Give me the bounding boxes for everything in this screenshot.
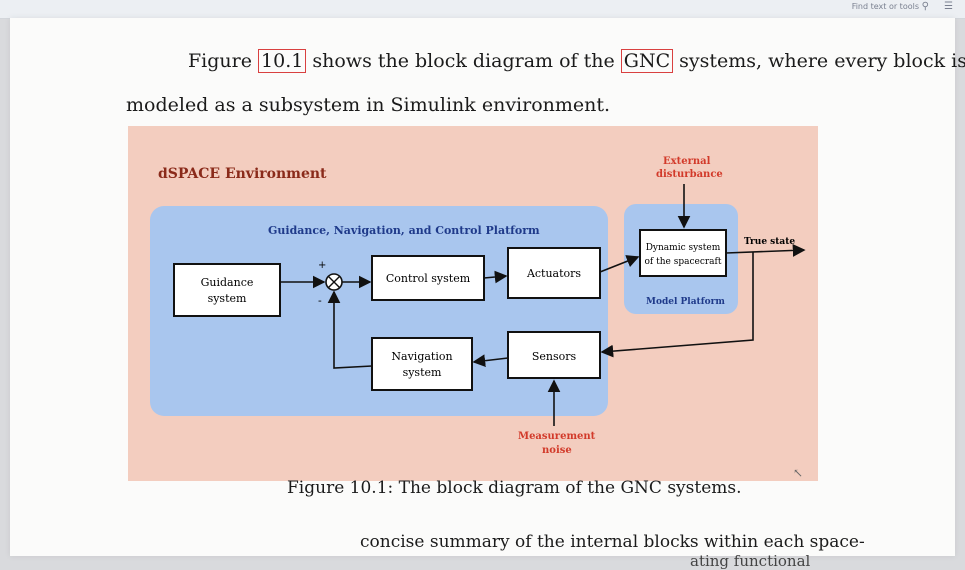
top-toolbar: Find text or tools ⚲ ☰ (0, 0, 965, 19)
gnc-block-diagram: dSPACE Environment Guidance, Navigation,… (128, 126, 818, 481)
actuators-label: Actuators (526, 267, 581, 280)
navigation-feedback-arrow (327, 290, 373, 369)
feedback-to-sensors-arrow (600, 252, 754, 358)
paragraph-text: systems, where every block is (673, 50, 965, 72)
plus-sign: + (318, 260, 326, 271)
gnc-acronym-link[interactable]: GNC (620, 49, 674, 73)
next-paragraph: concise summary of the internal blocks w… (360, 532, 865, 552)
document-page: Figure 10.1 shows the block diagram of t… (10, 18, 965, 570)
dynamic-system-label: Dynamic system (646, 243, 721, 253)
mouse-cursor-icon: ↖ (793, 466, 804, 480)
sensors-to-navigation-arrow (472, 354, 509, 368)
actuators-to-dynamics-arrow (599, 255, 640, 273)
find-tools-label[interactable]: Find text or tools (851, 2, 919, 11)
guidance-system-label: Guidance (201, 276, 254, 289)
control-system-label: Control system (386, 272, 471, 285)
figure-reference-link[interactable]: 10.1 (258, 49, 307, 73)
navigation-system-label: system (403, 366, 442, 379)
guidance-system-label: system (208, 292, 247, 305)
minus-sign: - (318, 294, 322, 307)
sensors-block (507, 331, 601, 379)
measurement-noise-label: noise (542, 445, 572, 456)
paragraph-text: shows the block diagram of the (306, 50, 621, 72)
gnc-platform-box (150, 206, 608, 416)
dspace-environment-title: dSPACE Environment (158, 166, 327, 182)
dynamic-system-label: of the spacecraft (645, 257, 722, 267)
guidance-system-block (173, 263, 281, 317)
true-state-label: True state (744, 237, 795, 247)
paragraph-line-2: modeled as a subsystem in Simulink envir… (126, 94, 611, 116)
paragraph-line-1: Figure 10.1 shows the block diagram of t… (188, 49, 965, 73)
sensors-label: Sensors (532, 350, 577, 363)
external-disturbance-label: disturbance (656, 169, 723, 180)
next-paragraph-fragment: ating functional (690, 552, 811, 570)
measurement-noise-label: Measurement (518, 431, 596, 442)
external-disturbance-label: External (663, 156, 711, 167)
model-platform-title: Model Platform (646, 297, 725, 307)
paragraph-text: Figure (188, 50, 259, 72)
control-to-actuators-arrow (483, 270, 508, 284)
gnc-platform-title: Guidance, Navigation, and Control Platfo… (268, 224, 540, 237)
navigation-system-label: Navigation (391, 350, 452, 363)
actuators-block (507, 247, 601, 299)
dynamic-system-block (639, 229, 727, 277)
menu-icon[interactable]: ☰ (944, 1, 953, 12)
navigation-system-block (371, 337, 473, 391)
true-state-arrow (725, 244, 806, 257)
figure-caption: Figure 10.1: The block diagram of the GN… (287, 478, 742, 498)
search-icon[interactable]: ⚲ (921, 1, 929, 12)
control-system-block (371, 255, 485, 301)
